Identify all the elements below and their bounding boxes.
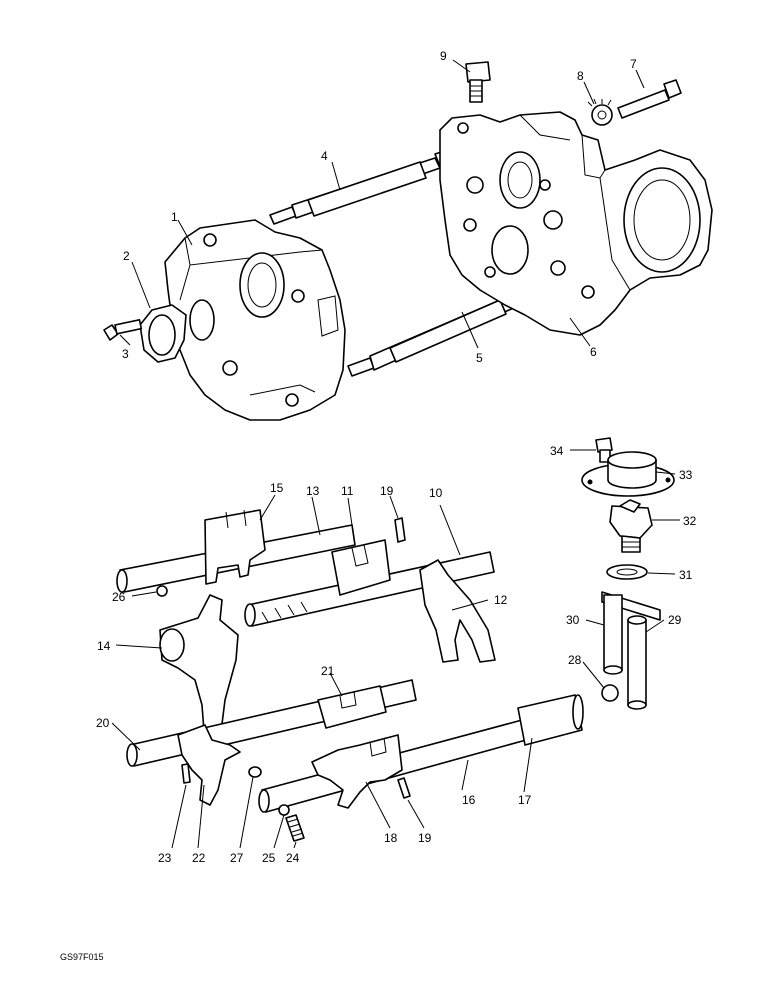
callout-2: 2 — [123, 249, 130, 263]
selector-block-21 — [317, 685, 387, 729]
callout-7: 7 — [630, 57, 637, 71]
callout-labels: 1 2 3 4 5 6 7 8 9 10 11 12 13 14 15 16 1… — [96, 49, 697, 865]
callout-5: 5 — [476, 351, 483, 365]
callout-34: 34 — [550, 444, 564, 458]
washer-31 — [606, 564, 648, 580]
ball-28 — [601, 684, 619, 702]
callout-26: 26 — [112, 590, 126, 604]
selector-fork-15 — [204, 509, 266, 585]
drawing-code: GS97F015 — [60, 952, 104, 962]
callout-14: 14 — [97, 639, 111, 653]
screw-34 — [595, 437, 613, 463]
plug-27 — [248, 766, 262, 778]
callout-18: 18 — [384, 831, 398, 845]
small-bolt — [103, 319, 143, 341]
callout-19-lower: 19 — [418, 831, 432, 845]
callout-24: 24 — [286, 851, 300, 865]
callout-4: 4 — [321, 149, 328, 163]
callout-13: 13 — [306, 484, 320, 498]
callout-23: 23 — [158, 851, 172, 865]
callout-19-upper: 19 — [380, 484, 394, 498]
callout-11: 11 — [341, 484, 354, 498]
callout-32: 32 — [683, 514, 697, 528]
callout-6: 6 — [590, 345, 597, 359]
plunger-assembly — [601, 591, 661, 710]
callout-9: 9 — [440, 49, 447, 63]
callout-22: 22 — [192, 851, 206, 865]
front-housing — [164, 219, 346, 421]
callout-20: 20 — [96, 716, 110, 730]
long-bolt — [617, 79, 682, 119]
sleeve-17 — [517, 694, 584, 746]
callout-21: 21 — [321, 664, 335, 678]
callout-15: 15 — [270, 481, 284, 495]
pin-23 — [181, 763, 191, 784]
ball-26 — [156, 585, 168, 597]
callout-27: 27 — [230, 851, 244, 865]
callout-30: 30 — [566, 613, 580, 627]
callout-25: 25 — [262, 851, 276, 865]
roll-pin-upper — [394, 517, 406, 543]
selector-fork-18 — [311, 734, 403, 809]
switch-32 — [609, 499, 653, 553]
callout-3: 3 — [122, 347, 129, 361]
lock-washer — [587, 98, 613, 126]
cover-cap-33 — [581, 451, 675, 497]
upper-shaft — [269, 149, 453, 225]
callout-10: 10 — [429, 486, 443, 500]
main-casing — [439, 111, 713, 336]
selector-fork-14 — [159, 594, 239, 746]
selector-fork-22 — [177, 724, 241, 806]
callout-16: 16 — [462, 793, 476, 807]
callout-28: 28 — [568, 653, 582, 667]
callout-8: 8 — [577, 69, 584, 83]
spring-24 — [285, 814, 305, 842]
leader-lines — [111, 59, 680, 849]
callout-33: 33 — [679, 468, 693, 482]
callout-1: 1 — [171, 210, 178, 224]
callout-29: 29 — [668, 613, 682, 627]
gasket-ring — [139, 304, 187, 363]
selector-fork-12 — [419, 559, 496, 663]
callout-12: 12 — [494, 593, 508, 607]
ball-25 — [278, 804, 290, 816]
roll-pin-lower — [397, 777, 411, 799]
callout-31: 31 — [679, 568, 693, 582]
callout-17: 17 — [518, 793, 532, 807]
selector-block-11 — [261, 539, 391, 623]
vertical-bolt — [465, 61, 491, 103]
